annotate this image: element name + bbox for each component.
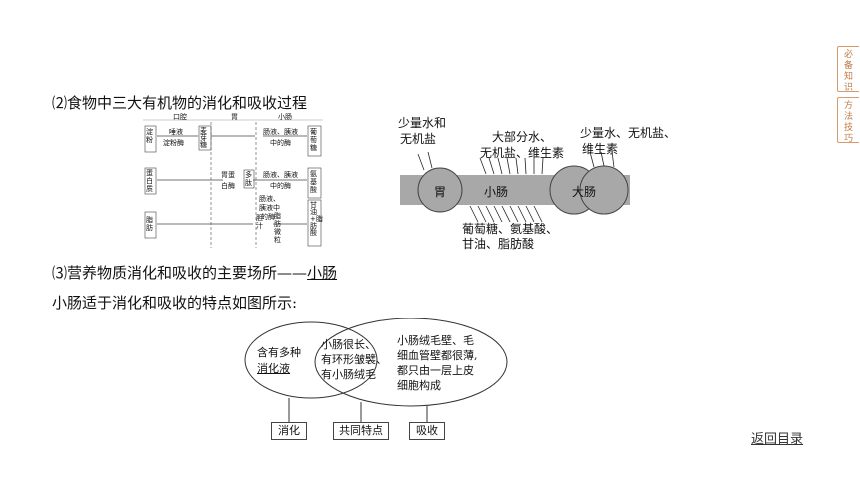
tab-methods-skills[interactable]: 方法技巧 (837, 97, 859, 144)
chart-col-mouth: 口腔 (173, 113, 187, 121)
chart-saliva-enzyme: 淀粉酶 (163, 139, 184, 147)
absorb-stomach: 胃 (434, 185, 447, 199)
venn-mid-text1: 小肠很长、 (321, 338, 376, 351)
chart-enzyme1: 肠液、胰液 (263, 128, 298, 136)
back-to-contents-link[interactable]: 返回目录 (751, 432, 804, 447)
absorb-top-left: 少量水和 (398, 116, 447, 130)
section3-answer: 小肠 (307, 264, 338, 282)
venn-label-common: 共同特点 (333, 422, 389, 440)
chart-fat: 脂肪 (146, 216, 153, 232)
chart-col-intestine: 小肠 (278, 113, 292, 121)
absorb-top-left2: 无机盐 (400, 132, 437, 146)
tab-essential-knowledge[interactable]: 必备知识 (837, 46, 859, 93)
chart-pepsin: 胃蛋 (221, 171, 235, 179)
chart-enzyme1b: 中的酶 (270, 139, 291, 147)
tab-methods-skills-label: 方法技巧 (843, 101, 853, 144)
venn-diagram-svg (244, 317, 508, 422)
venn-left-text1: 含有多种 (257, 346, 301, 359)
venn-mid-text3: 有小肠绒毛 (321, 368, 376, 381)
venn-left-text2: 消化液 (257, 362, 290, 375)
venn-label-absorb: 吸收 (409, 422, 445, 440)
chart-enzyme3: 肠液、 (259, 195, 280, 203)
chart-bile: 胆汁 (256, 214, 263, 230)
section3-line: ⑶营养物质消化和吸收的主要场所——小肠 (52, 262, 337, 283)
chart-amino: 氨基酸 (310, 170, 317, 194)
chart-protein: 蛋白质 (146, 169, 153, 193)
feature-line: 小肠适于消化和吸收的特点如图所示: (52, 294, 298, 312)
absorb-large-intestine: 大肠 (572, 185, 597, 199)
absorption-diagram-svg (400, 151, 630, 223)
chart-enzyme2: 肠液、胰液 (263, 171, 298, 179)
venn-diagram: 含有多种 消化液 小肠很长、 有环形皱襞、 有小肠绒毛 小肠绒毛壁、毛 细血管壁… (241, 317, 509, 440)
venn-label-digest: 消化 (271, 422, 307, 440)
chart-starch: 淀粉 (146, 128, 153, 144)
chart-enzyme3c: 的酶 (261, 213, 275, 221)
absorb-top-mid: 大部分水、 (492, 130, 553, 144)
chart-glucose: 葡萄糖 (310, 128, 317, 152)
absorb-bottom1: 葡萄糖、氨基酸、 (462, 222, 559, 236)
chart-enzyme3b: 胰液中 (259, 204, 280, 212)
venn-right-text4: 细胞构成 (397, 379, 441, 392)
absorb-small-intestine: 小肠 (484, 185, 509, 199)
tab-essential-knowledge-label: 必备知识 (843, 50, 853, 93)
section2-title: ⑵食物中三大有机物的消化和吸收过程 (52, 94, 308, 112)
section3-prefix: ⑶营养物质消化和吸收的主要场所—— (52, 264, 308, 282)
absorb-top-mid2: 无机盐、维生素 (480, 146, 565, 160)
absorb-top-right: 少量水、无机盐、 (580, 126, 677, 140)
absorb-bottom2: 甘油、脂肪酸 (462, 237, 535, 251)
absorption-diagram: 少量水和 无机盐 大部分水、 无机盐、维生素 少量水、无机盐、 维生素 胃 小肠… (398, 112, 678, 251)
chart-maltose: 麦芽糖 (200, 127, 207, 149)
chart-saliva: 唾液 (169, 128, 183, 136)
chart-droplet: 脂肪微粒 (274, 212, 281, 244)
chart-col-stomach: 胃 (231, 113, 238, 121)
venn-right-text1: 小肠绒毛壁、毛 (397, 334, 474, 347)
chart-peptide: 多肽 (245, 171, 252, 187)
digestion-chart-svg (143, 119, 323, 248)
chart-pepsin2: 白酶 (221, 182, 235, 190)
venn-right-text2: 细血管壁都很薄, (397, 349, 478, 362)
absorb-top-right2: 维生素 (582, 142, 619, 156)
chart-enzyme2b: 中的酶 (270, 182, 291, 190)
digestion-chart: 口腔 胃 小肠 淀粉 唾液 淀粉酶 麦芽糖 肠液、胰液 中的酶 葡萄糖 蛋白质 … (143, 112, 323, 250)
venn-right-text3: 都只由一层上皮 (397, 364, 474, 377)
venn-mid-text2: 有环形皱襞、 (321, 353, 387, 366)
chart-glycerol: 甘油+脂肪酸 (310, 201, 323, 237)
